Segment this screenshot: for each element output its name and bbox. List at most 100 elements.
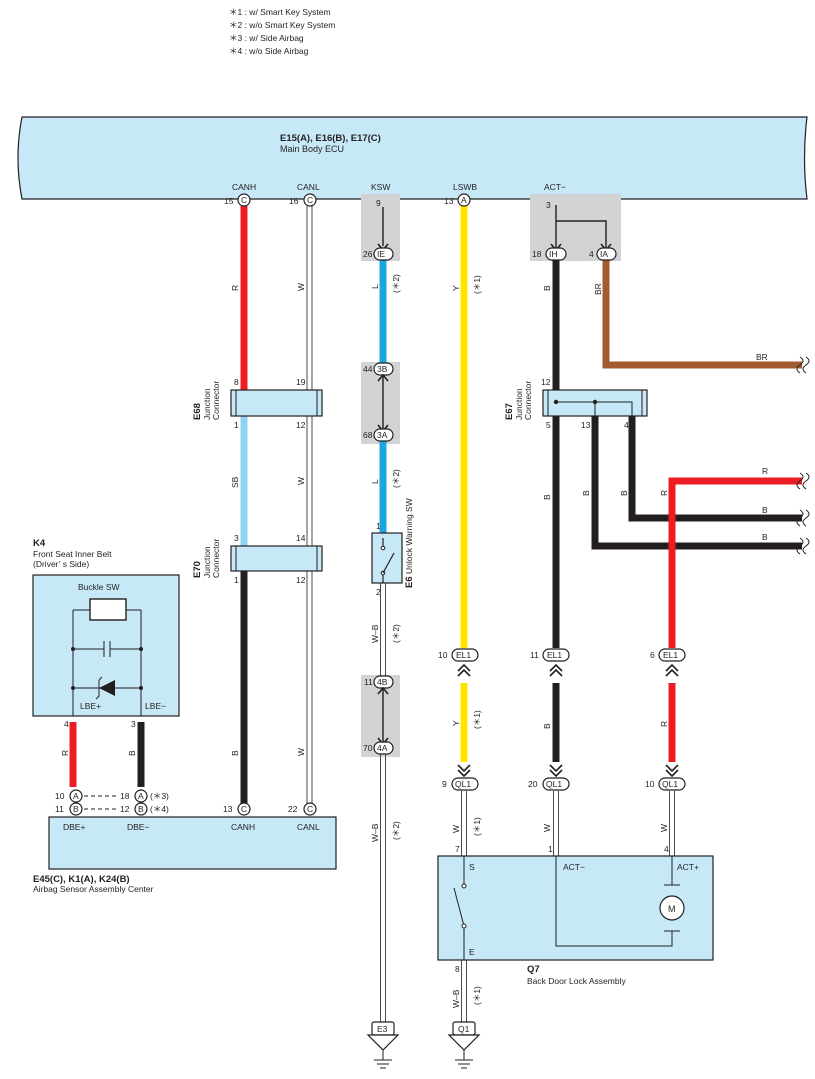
svg-text:EL1: EL1 (663, 650, 678, 660)
svg-text:11: 11 (55, 804, 64, 814)
wire-act-plus-w (669, 791, 675, 858)
notes: ＊1 : w/ Smart Key System ＊2 : w/o Smart … (229, 7, 335, 56)
conn-ql1-y: QL1 9 (442, 764, 479, 791)
svg-text:4: 4 (664, 844, 669, 854)
svg-text:26: 26 (363, 249, 373, 259)
svg-text:IA: IA (600, 249, 608, 259)
wire-act-plus-red (668, 477, 802, 648)
conn-el1-b: EL1 11 (530, 648, 570, 677)
svg-text:QL1: QL1 (546, 779, 562, 789)
ecu-term-canl: CANL (297, 182, 320, 192)
svg-text:IH: IH (549, 249, 558, 259)
conn-ie: IE 26 (363, 243, 394, 261)
wire-breaks (796, 356, 810, 555)
svg-text:1: 1 (234, 575, 239, 585)
svg-text:Junction: Junction (514, 388, 524, 420)
svg-text:(＊1): (＊1) (472, 986, 482, 1005)
ground-q1: Q1 (447, 1021, 481, 1069)
svg-text:Q7: Q7 (527, 964, 540, 975)
svg-text:CANH: CANH (231, 822, 255, 832)
svg-text:B: B (762, 505, 768, 515)
svg-text:B: B (230, 750, 240, 756)
svg-text:12: 12 (541, 377, 551, 387)
svg-text:10: 10 (55, 791, 65, 801)
svg-text:4B: 4B (377, 677, 388, 687)
conn-4b: 4B 11 (364, 675, 394, 695)
conn-ih: IH 18 (532, 243, 567, 261)
svg-text:ACT−: ACT− (563, 862, 585, 872)
svg-text:Buckle SW: Buckle SW (78, 582, 120, 592)
svg-text:9: 9 (442, 779, 447, 789)
svg-text:Connector: Connector (211, 381, 221, 420)
svg-text:W: W (451, 825, 461, 833)
svg-text:W–B: W–B (370, 624, 380, 643)
svg-text:1: 1 (548, 844, 553, 854)
e6-unlock-warning-sw: 1 2 E6 Unlock Warning SW (371, 498, 415, 597)
svg-text:Junction: Junction (202, 546, 212, 578)
svg-text:(＊2): (＊2) (391, 624, 401, 643)
conn-ql1-r: QL1 10 (645, 764, 686, 791)
svg-text:IE: IE (377, 249, 385, 259)
svg-text:Q1: Q1 (458, 1024, 470, 1034)
svg-text:1: 1 (234, 420, 239, 430)
svg-text:C: C (307, 195, 313, 205)
svg-text:R: R (762, 466, 768, 476)
wire-act-branch (556, 220, 607, 248)
svg-text:Junction: Junction (202, 388, 212, 420)
svg-text:15: 15 (224, 196, 234, 206)
svg-text:(＊2): (＊2) (391, 274, 401, 293)
svg-text:A: A (73, 791, 79, 801)
ecu-pin-lswb: 13 A (444, 193, 471, 207)
svg-text:W–B: W–B (370, 823, 380, 842)
svg-text:R: R (659, 490, 669, 496)
svg-text:CANL: CANL (297, 822, 320, 832)
svg-text:16: 16 (289, 196, 299, 206)
svg-text:B: B (138, 804, 144, 814)
svg-text:EL1: EL1 (456, 650, 471, 660)
svg-text:E3: E3 (377, 1024, 388, 1034)
note-1: ＊1 : w/ Smart Key System (229, 7, 331, 17)
svg-text:(＊1): (＊1) (472, 275, 482, 294)
svg-text:(＊2): (＊2) (391, 469, 401, 488)
svg-text:8: 8 (455, 964, 460, 974)
svg-text:QL1: QL1 (662, 779, 678, 789)
ecu-id: E15(A), E16(B), E17(C) (280, 133, 381, 144)
svg-text:R: R (230, 285, 240, 291)
svg-text:4: 4 (64, 719, 69, 729)
junction-e67: 12 5 13 4 E67 Junction Connector (504, 377, 648, 430)
note-2: ＊2 : w/o Smart Key System (229, 20, 335, 30)
svg-text:Y: Y (451, 285, 461, 291)
svg-text:13: 13 (444, 196, 454, 206)
svg-text:B: B (127, 750, 137, 756)
svg-text:Back Door Lock Assembly: Back Door Lock Assembly (527, 976, 626, 986)
svg-text:Unlock Warning SW: Unlock Warning SW (404, 498, 414, 574)
svg-text:12: 12 (296, 575, 306, 585)
svg-text:W–B: W–B (451, 989, 461, 1008)
svg-text:13: 13 (223, 804, 233, 814)
svg-text:12: 12 (120, 804, 130, 814)
svg-text:B: B (762, 532, 768, 542)
svg-text:W: W (296, 283, 306, 291)
junction-e70: 3 14 1 12 E70 Junction Connector (192, 533, 323, 585)
svg-text:7: 7 (455, 844, 460, 854)
dashed-links (84, 795, 116, 810)
motor-icon (659, 895, 685, 921)
svg-text:S: S (469, 862, 475, 872)
svg-text:E45(C), K1(A), K24(B): E45(C), K1(A), K24(B) (33, 874, 130, 885)
wire-canl (306, 206, 313, 806)
svg-text:L: L (370, 284, 380, 289)
ecu-name: Main Body ECU (280, 144, 344, 154)
conn-el1-y: EL1 10 (438, 648, 479, 677)
svg-text:5: 5 (546, 420, 551, 430)
conn-4a: 4A 70 (363, 737, 394, 755)
svg-text:B: B (619, 490, 629, 496)
svg-text:18: 18 (120, 791, 130, 801)
svg-text:4A: 4A (377, 743, 388, 753)
svg-text:1: 1 (376, 521, 381, 531)
ecu-term-act: ACT− (544, 182, 566, 192)
svg-text:19: 19 (296, 377, 306, 387)
svg-text:C: C (307, 804, 313, 814)
svg-text:4: 4 (624, 420, 629, 430)
svg-text:E67: E67 (504, 403, 515, 420)
wire-lswb-w (461, 791, 467, 1022)
